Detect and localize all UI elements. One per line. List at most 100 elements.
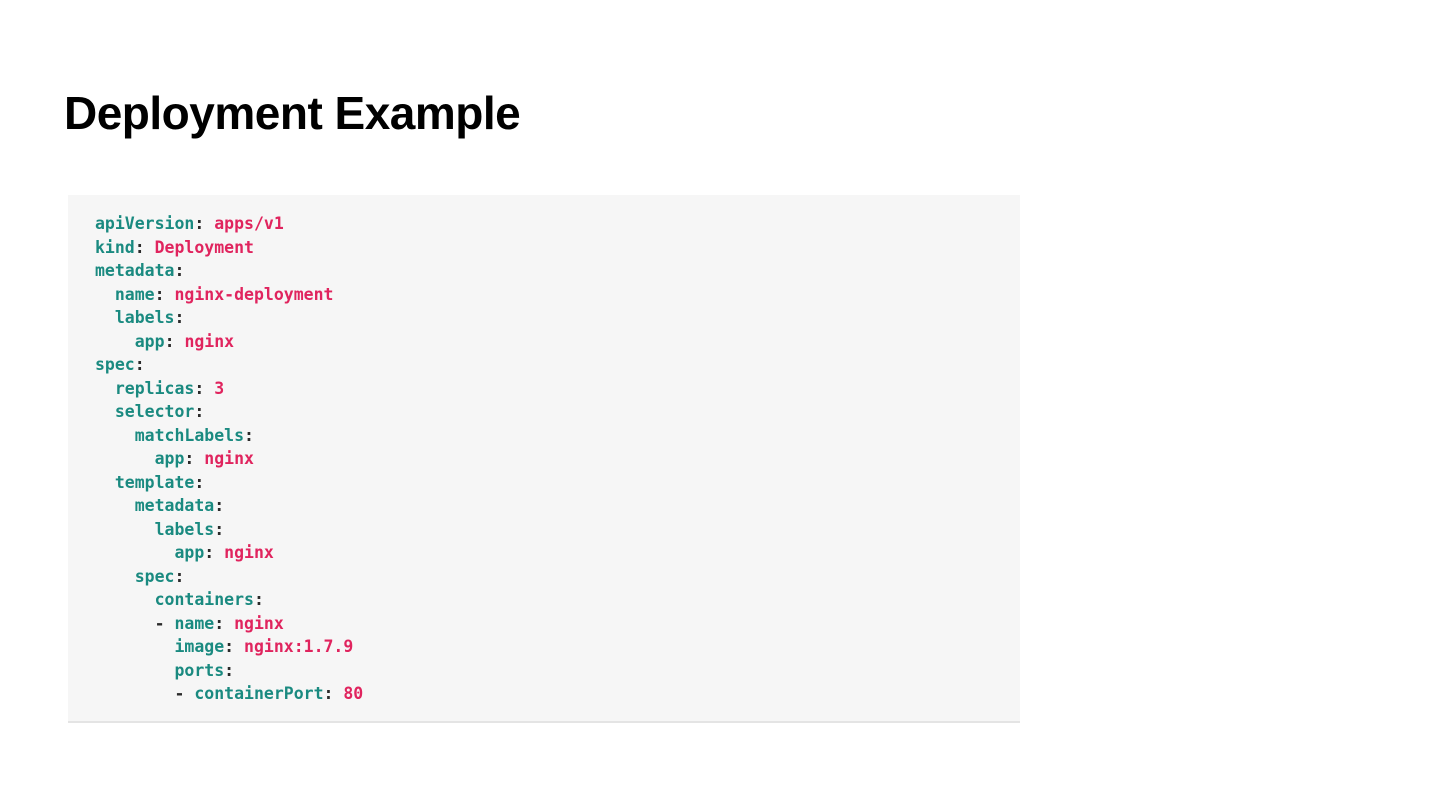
code-key: image: [174, 637, 225, 656]
code-line: template:: [95, 471, 363, 495]
code-key: app: [154, 449, 185, 468]
code-list-dash: -: [174, 684, 195, 703]
page-title: Deployment Example: [64, 87, 521, 139]
code-space: [204, 379, 214, 398]
code-line: metadata:: [95, 494, 363, 518]
code-colon: :: [184, 449, 195, 468]
code-indent: [95, 332, 135, 351]
code-key: labels: [154, 519, 215, 539]
code-indent: [95, 308, 115, 327]
code-indent: [95, 496, 135, 515]
code-value: apps/v1: [214, 214, 284, 233]
code-indent: [95, 520, 155, 539]
code-colon: :: [194, 378, 205, 398]
code-colon: :: [214, 613, 225, 633]
code-line: app: nginx: [95, 447, 363, 471]
code-line: kind: Deployment: [95, 236, 363, 260]
code-value: nginx-deployment: [174, 284, 334, 304]
code-space: [175, 332, 185, 351]
code-value: nginx: [234, 613, 284, 633]
code-line: image: nginx:1.7.9: [95, 635, 363, 659]
code-indent: [95, 590, 155, 609]
code-line: spec:: [95, 353, 363, 377]
code-line: matchLabels:: [95, 424, 363, 448]
code-colon: :: [174, 566, 185, 586]
code-line: metadata:: [95, 259, 363, 283]
code-value: 3: [214, 378, 225, 398]
code-colon: :: [154, 284, 165, 304]
code-indent: [95, 567, 135, 586]
code-line: labels:: [95, 518, 363, 542]
code-key: name: [114, 284, 155, 304]
code-space: [234, 637, 244, 656]
code-indent: [95, 402, 115, 421]
code-list-dash: -: [154, 613, 175, 633]
code-space: [194, 449, 204, 468]
code-key: app: [134, 331, 165, 351]
code-indent: [95, 426, 135, 445]
code-key: template: [114, 472, 195, 492]
code-line: app: nginx: [95, 330, 363, 354]
code-value: nginx: [204, 449, 254, 468]
code-key: ports: [174, 660, 225, 680]
code-colon: :: [323, 684, 334, 703]
code-colon: :: [194, 402, 205, 421]
code-key: app: [174, 543, 205, 562]
code-key: metadata: [134, 496, 215, 515]
code-key: containers: [154, 590, 254, 609]
code-line: selector:: [95, 400, 363, 424]
code-colon: :: [244, 425, 254, 445]
code-key: spec: [95, 355, 135, 374]
code-colon: :: [224, 637, 235, 656]
code-indent: [95, 449, 155, 468]
code-key: matchLabels: [134, 425, 245, 445]
code-colon: :: [174, 308, 185, 327]
code-line: - containerPort: 80: [95, 682, 363, 706]
code-colon: :: [164, 331, 175, 351]
code-key: replicas: [114, 378, 195, 398]
code-space: [214, 543, 224, 562]
code-indent: [95, 637, 174, 656]
code-indent: [95, 379, 115, 398]
code-indent: [95, 661, 174, 680]
code-key: metadata: [95, 261, 175, 280]
code-indent: [95, 543, 174, 562]
code-line: apiVersion: apps/v1: [95, 212, 363, 236]
code-key: labels: [114, 308, 175, 327]
code-line: - name: nginx: [95, 612, 363, 636]
code-space: [165, 285, 175, 304]
code-colon: :: [174, 261, 185, 280]
code-line: name: nginx-deployment: [95, 283, 363, 307]
code-colon: :: [204, 543, 215, 562]
code-key: name: [174, 613, 215, 633]
code-key: apiVersion: [95, 214, 195, 233]
code-colon: :: [224, 660, 235, 680]
code-value: nginx: [184, 331, 235, 351]
code-line: labels:: [95, 306, 363, 330]
code-indent: [95, 285, 115, 304]
code-space: [204, 214, 214, 233]
code-value: Deployment: [154, 237, 254, 257]
code-colon: :: [214, 496, 225, 515]
code-colon: :: [214, 519, 225, 539]
code-space: [145, 238, 155, 257]
code-key: spec: [134, 566, 175, 586]
code-space: [333, 684, 343, 703]
code-colon: :: [134, 355, 145, 374]
code-indent: [95, 684, 174, 703]
code-space: [224, 614, 234, 633]
code-key: kind: [95, 237, 135, 257]
code-line: app: nginx: [95, 541, 363, 565]
code-colon: :: [134, 237, 145, 257]
code-key: selector: [114, 402, 195, 421]
code-line: replicas: 3: [95, 377, 363, 401]
code-value: nginx:1.7.9: [244, 637, 354, 656]
code-key: containerPort: [194, 684, 324, 703]
code-colon: :: [253, 590, 264, 609]
code-value: nginx: [224, 543, 274, 562]
code-colon: :: [194, 214, 205, 233]
code-indent: [95, 473, 115, 492]
code-indent: [95, 614, 155, 633]
